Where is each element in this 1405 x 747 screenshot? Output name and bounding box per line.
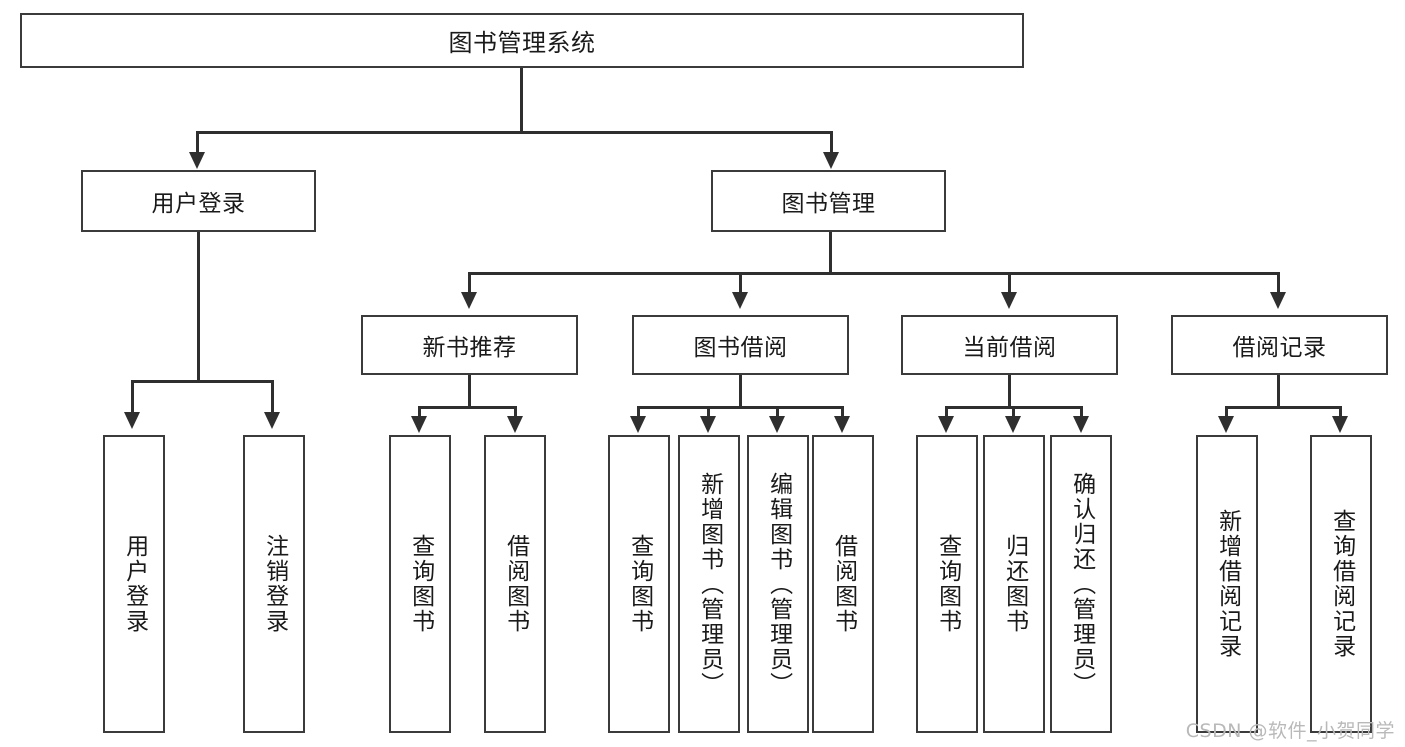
node-user-login[interactable]: 用户登录: [81, 170, 316, 232]
arrow-book-borrow-to-leaf1: [630, 416, 646, 433]
arrow-user-login-to-leaf1: [124, 412, 140, 429]
arrow-borrow-record-to-leaf1: [1218, 416, 1234, 433]
edge-borrow-record-bus: [1225, 406, 1342, 409]
leaf-borrow-book-recommendation[interactable]: 借阅图书: [484, 435, 546, 733]
arrow-book-manage-to-current-borrow: [1001, 292, 1017, 309]
edge-new-book-rec-to-leaf1: [418, 406, 421, 418]
node-label: 当前借阅: [962, 335, 1057, 361]
edge-new-book-rec-stem: [468, 375, 471, 408]
arrow-book-manage-to-borrow-record: [1270, 292, 1286, 309]
node-label: 图书管理系统: [448, 29, 596, 57]
node-label: 注销登录: [261, 534, 288, 634]
edge-borrow-record-to-leaf1: [1225, 406, 1228, 418]
watermark: CSDN @软件_小贺同学: [1185, 720, 1395, 742]
leaf-query-book-borrow[interactable]: 查询图书: [608, 435, 670, 733]
edge-new-book-rec-to-leaf2: [514, 406, 517, 418]
leaf-return-book[interactable]: 归还图书: [983, 435, 1045, 733]
leaf-confirm-return-admin[interactable]: 确认归还（管理员）: [1050, 435, 1112, 733]
edge-current-borrow-to-leaf2: [1012, 406, 1015, 418]
edge-current-borrow-to-leaf1: [945, 406, 948, 418]
edge-book-borrow-to-leaf2: [707, 406, 710, 418]
node-label: 图书管理: [781, 191, 876, 217]
edge-book-borrow-to-leaf4: [841, 406, 844, 418]
arrow-book-borrow-to-leaf3: [769, 416, 785, 433]
arrow-book-manage-to-book-borrow: [732, 292, 748, 309]
arrow-book-borrow-to-leaf4: [834, 416, 850, 433]
node-book-manage[interactable]: 图书管理: [711, 170, 946, 232]
node-label: 归还图书: [1001, 534, 1028, 634]
arrow-book-borrow-to-leaf2: [700, 416, 716, 433]
edge-current-borrow-to-leaf3: [1080, 406, 1083, 418]
node-label: 查询图书: [626, 534, 653, 634]
edge-book-manage-to-borrow-record: [1277, 272, 1280, 294]
edge-borrow-record-to-leaf2: [1339, 406, 1342, 418]
arrow-new-book-rec-to-leaf1: [411, 416, 427, 433]
edge-book-borrow-stem: [739, 375, 742, 408]
arrow-borrow-record-to-leaf2: [1332, 416, 1348, 433]
leaf-add-borrow-record[interactable]: 新增借阅记录: [1196, 435, 1258, 733]
edge-book-borrow-bus: [637, 406, 844, 409]
arrow-current-borrow-to-leaf1: [938, 416, 954, 433]
leaf-user-login[interactable]: 用户登录: [103, 435, 165, 733]
leaf-query-book-current[interactable]: 查询图书: [916, 435, 978, 733]
arrow-new-book-rec-to-leaf2: [507, 416, 523, 433]
edge-user-login-to-leaf1: [131, 380, 134, 414]
edge-book-borrow-to-leaf3: [776, 406, 779, 418]
leaf-query-borrow-record[interactable]: 查询借阅记录: [1310, 435, 1372, 733]
leaf-user-logout[interactable]: 注销登录: [243, 435, 305, 733]
edge-user-login-stem: [197, 232, 200, 382]
node-borrow-record[interactable]: 借阅记录: [1171, 315, 1388, 375]
arrow-current-borrow-to-leaf2: [1005, 416, 1021, 433]
edge-root-to-book-manage: [830, 131, 833, 155]
node-label: 查询借阅记录: [1328, 509, 1355, 659]
edge-root-to-user-login: [196, 131, 199, 155]
node-root-book-management-system[interactable]: 图书管理系统: [20, 13, 1024, 68]
node-label: 用户登录: [121, 534, 148, 634]
edge-book-manage-to-new-book-rec: [468, 272, 471, 294]
node-label: 新增图书（管理员）: [696, 471, 723, 697]
arrow-root-to-user-login: [189, 152, 205, 169]
arrow-current-borrow-to-leaf3: [1073, 416, 1089, 433]
node-label: 借阅图书: [502, 534, 529, 634]
node-label: 新书推荐: [422, 335, 517, 361]
node-new-book-recommendation[interactable]: 新书推荐: [361, 315, 578, 375]
edge-root-bus: [196, 131, 833, 134]
edge-root-stem: [520, 68, 523, 132]
arrow-root-to-book-manage: [823, 152, 839, 169]
edge-book-borrow-to-leaf1: [637, 406, 640, 418]
leaf-edit-book-admin[interactable]: 编辑图书（管理员）: [747, 435, 809, 733]
node-label: 查询图书: [407, 534, 434, 634]
node-label: 借阅记录: [1232, 335, 1327, 361]
node-label: 借阅图书: [830, 534, 857, 634]
edge-new-book-rec-bus: [418, 406, 517, 409]
node-label: 图书借阅: [693, 335, 788, 361]
edge-book-manage-to-book-borrow: [739, 272, 742, 294]
node-label: 编辑图书（管理员）: [765, 471, 792, 697]
edge-user-login-to-leaf2: [271, 380, 274, 414]
edge-borrow-record-stem: [1277, 375, 1280, 408]
edge-user-login-bus: [131, 380, 274, 383]
node-label: 用户登录: [151, 191, 246, 217]
node-label: 确认归还（管理员）: [1068, 471, 1095, 697]
leaf-add-book-admin[interactable]: 新增图书（管理员）: [678, 435, 740, 733]
node-label: 查询图书: [934, 534, 961, 634]
arrow-book-manage-to-new-book-rec: [461, 292, 477, 309]
edge-book-manage-bus: [468, 272, 1280, 275]
edge-book-manage-stem: [829, 232, 832, 274]
node-label: 新增借阅记录: [1214, 509, 1241, 659]
leaf-query-book-recommendation[interactable]: 查询图书: [389, 435, 451, 733]
node-current-borrow[interactable]: 当前借阅: [901, 315, 1118, 375]
leaf-borrow-book[interactable]: 借阅图书: [812, 435, 874, 733]
edge-book-manage-to-current-borrow: [1008, 272, 1011, 294]
node-book-borrow[interactable]: 图书借阅: [632, 315, 849, 375]
edge-current-borrow-stem: [1008, 375, 1011, 408]
arrow-user-login-to-leaf2: [264, 412, 280, 429]
